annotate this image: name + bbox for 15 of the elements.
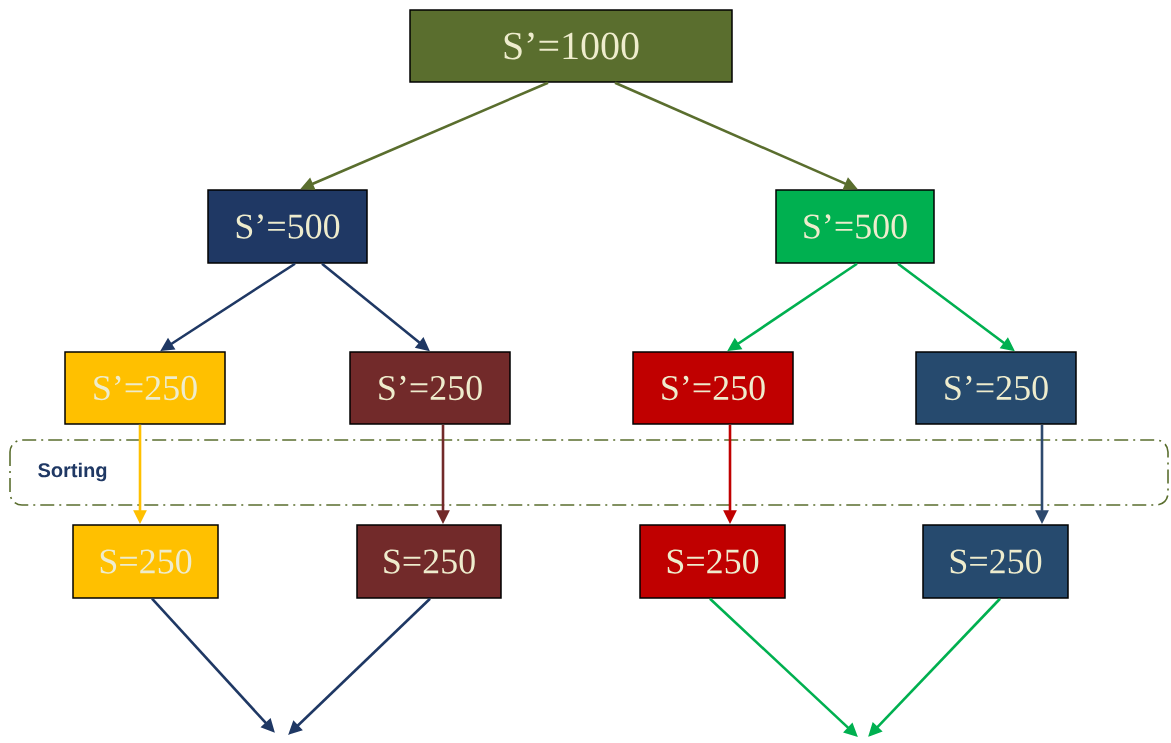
value-box: S’=250 [64, 351, 226, 425]
value-box: S=250 [72, 524, 219, 599]
value-box: S=250 [639, 524, 786, 599]
value-box: S’=250 [349, 351, 511, 425]
value-box: S=250 [922, 524, 1069, 599]
value-box: S’=500 [775, 189, 935, 264]
arrow [709, 597, 858, 737]
value-box: S’=250 [632, 351, 794, 425]
band-label: Sorting [38, 462, 107, 482]
value-box: S=250 [356, 524, 502, 599]
value-box: S’=250 [915, 351, 1077, 425]
value-box: S’=1000 [409, 9, 733, 83]
arrow [868, 597, 1001, 737]
value-box: S’=500 [207, 189, 368, 264]
arrow [288, 597, 431, 735]
